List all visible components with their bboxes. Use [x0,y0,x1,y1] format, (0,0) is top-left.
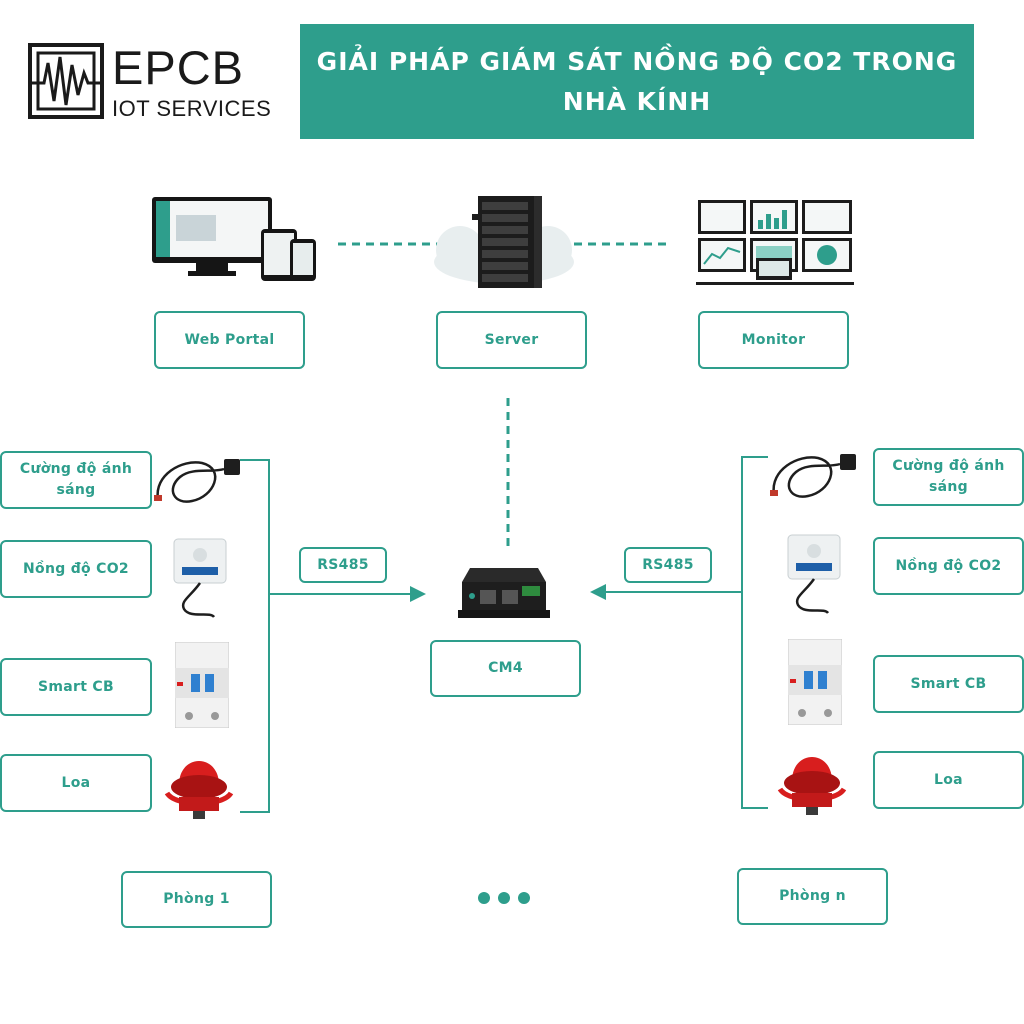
page-title: GIẢI PHÁP GIÁM SÁT NỒNG ĐỘ CO2 TRONG NHÀ… [300,24,974,139]
left-bus [240,459,270,813]
server-node[interactable]: Server [436,311,587,369]
room-n-label[interactable]: Phòng n [737,868,888,925]
left-speaker-label[interactable]: Loa [0,754,152,812]
web-portal-node[interactable]: Web Portal [154,311,305,369]
right-co2-sensor-label[interactable]: Nồng độ CO2 [873,537,1024,595]
monitor-wall-icon [696,200,854,285]
left-smart-cb-label[interactable]: Smart CB [0,658,152,716]
left-smart-cb-icon [175,642,229,728]
left-alarm-light-icon [164,761,234,819]
left-light-sensor-label[interactable]: Cường độ ánh sáng [0,451,152,509]
logo-brand: EPCB [112,41,244,94]
right-bus [741,456,768,809]
logo-tagline: IOT SERVICES [112,96,272,121]
title-line-1: GIẢI PHÁP GIÁM SÁT NỒNG ĐỘ CO2 TRONG [316,46,958,76]
rs485-right-label: RS485 [624,547,712,583]
server-cloud-icon [434,196,574,288]
more-rooms-ellipsis-icon [478,892,530,904]
right-light-sensor-icon [770,454,856,498]
room-1-label[interactable]: Phòng 1 [121,871,272,928]
right-speaker-label[interactable]: Loa [873,751,1024,809]
right-co2-sensor-icon [787,534,841,614]
right-smart-cb-icon [788,639,842,725]
right-alarm-light-icon [777,757,847,815]
epcb-logo-icon [28,43,104,119]
cm4-node[interactable]: CM4 [430,640,581,697]
monitor-node[interactable]: Monitor [698,311,849,369]
cm4-gateway-icon [458,568,550,618]
left-light-sensor-icon [154,459,240,503]
left-co2-sensor-label[interactable]: Nồng độ CO2 [0,540,152,598]
right-light-sensor-label[interactable]: Cường độ ánh sáng [873,448,1024,506]
left-co2-sensor-icon [173,538,227,618]
title-line-2: NHÀ KÍNH [562,86,712,116]
rs485-left-label: RS485 [299,547,387,583]
right-smart-cb-label[interactable]: Smart CB [873,655,1024,713]
web-portal-devices-icon [152,197,316,281]
